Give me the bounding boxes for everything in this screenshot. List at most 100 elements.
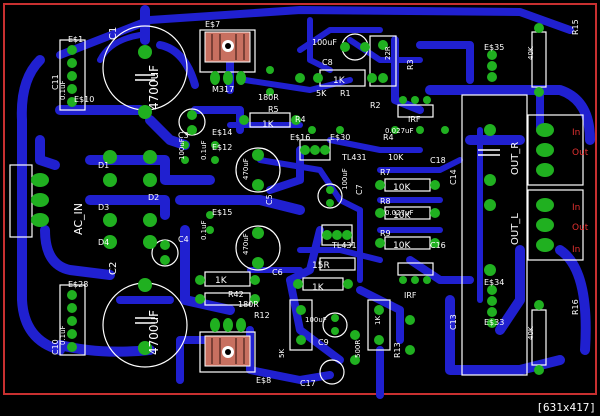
label-tl431-a: TL431 (341, 153, 367, 162)
label-out-a: Out (572, 148, 589, 158)
label-1k-left: 1K (215, 276, 228, 286)
board-outline (3, 3, 597, 395)
label-c17: C17 (300, 379, 316, 388)
label-es8: E$8 (256, 376, 271, 385)
label-es16: E$16 (290, 133, 310, 142)
label-irf-a: IRF (408, 115, 421, 124)
label-180r-a: 180R (258, 93, 279, 102)
label-es33: E$33 (484, 318, 504, 327)
label-40k-a: 40K (527, 46, 535, 60)
label-c10-value: 0.1uF (59, 325, 67, 345)
label-c5: C5 (265, 194, 274, 205)
label-in-a: In (572, 128, 580, 138)
out-l-connector (527, 189, 584, 261)
label-r15: R15 (571, 19, 580, 35)
label-r4: R4 (295, 115, 306, 124)
label-r3: R3 (406, 59, 415, 70)
label-c10: C10 (51, 339, 60, 355)
label-es12: E$12 (212, 143, 232, 152)
label-c2-value: 4700uF (147, 310, 161, 355)
label-d2: D2 (148, 193, 159, 202)
label-0027uf-a: 0.027uF (385, 127, 414, 135)
regulator-bottom (199, 331, 256, 373)
label-r2: R2 (370, 101, 381, 110)
label-es10: E$10 (74, 95, 94, 104)
r-1k-left (204, 271, 251, 287)
label-tl431-b: TL431 (331, 241, 357, 250)
label-500r: 500R (354, 340, 362, 358)
label-d3: D3 (98, 203, 109, 212)
label-es7: E$7 (205, 20, 220, 29)
irf-bottom (397, 262, 434, 276)
label-es30: E$30 (330, 133, 350, 142)
label-es14: E$14 (212, 128, 232, 137)
label-470uf-b: 470uF (242, 233, 250, 255)
label-c11: C11 (51, 74, 60, 90)
label-c18: C18 (430, 156, 446, 165)
label-c2: C2 (108, 262, 119, 275)
label-in-b: In (572, 203, 580, 213)
label-5k-b: 5K (278, 349, 286, 358)
label-c13: C13 (449, 314, 458, 330)
pcb-layout: C1 4700uF C2 4700uF C11 0.1uF C10 0.1uF … (3, 3, 597, 399)
irf-top (397, 104, 434, 118)
label-out-b: Out (572, 223, 589, 233)
label-c8: C8 (322, 58, 333, 67)
pads (31, 23, 554, 375)
label-r5: R5 (268, 105, 279, 114)
label-100uf-c7: 100uF (341, 168, 349, 190)
label-r9: R9 (380, 229, 391, 238)
label-1k-mid: 1K (312, 283, 325, 293)
label-c16: C16 (430, 241, 446, 250)
label-40k-b: 40K (527, 326, 535, 340)
label-1k-r4: 1K (262, 120, 275, 130)
label-10k-r9: 10K (393, 241, 411, 251)
label-r8: R8 (380, 197, 391, 206)
label-es1: E$1 (68, 35, 83, 44)
label-01uf-a: 0.1uF (200, 140, 208, 160)
label-r7: R7 (380, 168, 391, 177)
label-es28: E$28 (68, 280, 88, 289)
label-1k-top: 1K (333, 76, 346, 86)
label-r-10k-small: 10K (388, 153, 404, 162)
label-d1: D1 (98, 161, 109, 170)
label-c3: C3 (178, 131, 189, 140)
label-470uf-a: 470uF (242, 158, 250, 180)
output-frame (461, 94, 528, 376)
label-22r: 22R (384, 46, 392, 60)
c10-outline (59, 284, 86, 356)
label-out-r: OUT_R (510, 142, 521, 175)
heatsinks (204, 31, 251, 367)
label-out-l: OUT_L (510, 213, 521, 245)
label-c1: C1 (108, 27, 119, 40)
r4-outline (249, 112, 291, 128)
label-5k-a: 5K (316, 89, 327, 98)
c9-outline (322, 312, 348, 338)
label-100uf-c3: 100uF (178, 138, 186, 160)
label-irf-b: IRF (404, 291, 417, 300)
image-host-caption: [631x417] http://upic.me/ (452, 400, 600, 416)
label-r12: R12 (254, 311, 270, 320)
copper-traces (16, 5, 595, 399)
r-15r (319, 257, 356, 271)
label-c14: C14 (449, 169, 458, 185)
label-180r-b: 180R (238, 300, 259, 309)
label-c9: C9 (318, 338, 329, 347)
label-100uf-c9: 100uF (305, 316, 327, 324)
c5-outline (235, 147, 281, 193)
c17-outline (319, 359, 345, 385)
label-c6: C6 (272, 268, 283, 277)
label-es35: E$35 (484, 43, 504, 52)
label-es34: E$34 (484, 278, 504, 287)
label-in-c: In (572, 245, 580, 255)
label-c7: C7 (355, 184, 364, 195)
connector-pin-labels: In Out In Out In (572, 128, 589, 255)
out-r-connector (527, 114, 584, 186)
label-r-1k-small: 1K (374, 316, 382, 325)
label-c11-value: 0.1uF (59, 80, 67, 100)
label-r4-small: R4 (383, 133, 394, 142)
r13-block (367, 299, 391, 351)
label-d4: D4 (98, 238, 109, 247)
r12-block (289, 299, 313, 351)
label-r1: R1 (340, 89, 351, 98)
